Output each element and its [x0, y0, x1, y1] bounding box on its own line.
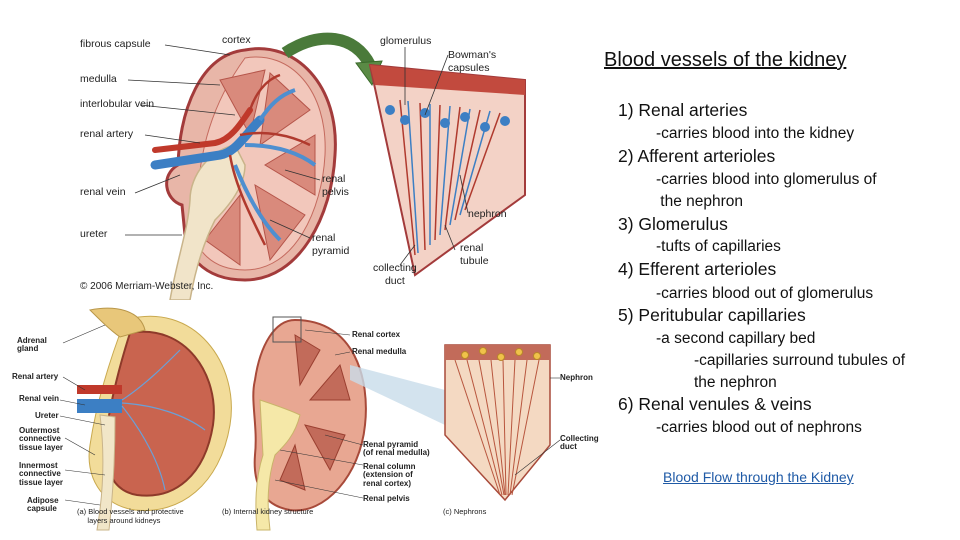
- label-renal-pelvis-b: Renal pelvis: [363, 494, 410, 503]
- top-kidney-illustration: [125, 32, 526, 301]
- item-6-heading: 6) Renal venules & veins: [618, 394, 812, 414]
- item-2-desc-line1: -carries blood into glomerulus of: [656, 171, 877, 188]
- item-5-desc-line3: the nephron: [694, 374, 777, 391]
- slide-title: Blood vessels of the kidney: [604, 49, 847, 71]
- caption-panel-b: (b) Internal kidney structure: [222, 507, 314, 516]
- label-renal-artery: renal artery: [80, 128, 134, 140]
- label-collecting-duct: collecting duct: [373, 262, 417, 288]
- label-ureter: ureter: [80, 228, 108, 240]
- label-innermost-layer: Innermost connective tissue layer: [19, 461, 64, 487]
- item-2-heading: 2) Afferent arterioles: [618, 146, 776, 166]
- label-renal-column: Renal column (extension of renal cortex): [363, 462, 416, 488]
- label-nephron: nephron: [468, 208, 507, 220]
- item-5-heading: 5) Peritubular capillaries: [618, 305, 806, 325]
- label-nephron-b: Nephron: [560, 373, 593, 382]
- label-glomerulus: glomerulus: [380, 35, 432, 47]
- item-5-desc-line1: -a second capillary bed: [656, 330, 816, 347]
- label-bowmans-capsules: Bowman's capsules: [448, 49, 497, 75]
- label-fibrous-capsule: fibrous capsule: [80, 38, 151, 50]
- label-renal-medulla: Renal medulla: [352, 347, 407, 356]
- label-renal-pyramid: renal pyramid: [312, 232, 350, 258]
- item-2-desc-line2: the nephron: [656, 193, 744, 210]
- label-collecting-duct-b: Collecting duct: [560, 434, 599, 452]
- label-medulla: medulla: [80, 73, 117, 85]
- label-renal-cortex: Renal cortex: [352, 330, 401, 339]
- label-interlobular-vein: interlobular vein: [80, 98, 155, 110]
- item-3-desc: -tufts of capillaries: [656, 238, 781, 255]
- label-renal-vein: renal vein: [80, 186, 126, 198]
- label-cortex: cortex: [222, 34, 251, 46]
- label-renal-pyramid-b: Renal pyramid (of renal medulla): [363, 440, 430, 458]
- label-outermost-layer: Outermost connective tissue layer: [19, 426, 64, 452]
- item-4-desc: -carries blood out of glomerulus: [656, 285, 874, 302]
- caption-panel-a: (a) Blood vessels and protective layers …: [77, 507, 184, 525]
- label-adipose-capsule: Adipose capsule: [27, 496, 59, 514]
- item-4-heading: 4) Efferent arterioles: [618, 259, 777, 279]
- label-renal-pelvis: renal pelvis: [322, 173, 349, 199]
- label-renal-tubule: renal tubule: [460, 242, 489, 268]
- bottom-kidney-illustration: [59, 307, 561, 531]
- item-1-heading: 1) Renal arteries: [618, 100, 748, 120]
- item-5-desc-line2: -capillaries surround tubules of: [694, 352, 906, 369]
- label-adrenal-gland: Adrenal gland: [17, 336, 47, 354]
- item-6-desc: -carries blood out of nephrons: [656, 419, 862, 436]
- blood-flow-link[interactable]: Blood Flow through the Kidney: [663, 469, 854, 485]
- top-kidney-figure: fibrous capsule cortex medulla interlobu…: [70, 25, 530, 301]
- caption-panel-c: (c) Nephrons: [443, 507, 487, 516]
- item-1-desc: -carries blood into the kidney: [656, 125, 855, 142]
- label-renal-vein-b: Renal vein: [19, 394, 60, 403]
- bottom-kidney-figure: Adrenal gland Renal artery Renal vein Ur…: [5, 305, 605, 535]
- copyright-text: © 2006 Merriam-Webster, Inc.: [80, 281, 214, 292]
- item-3-heading: 3) Glomerulus: [618, 214, 728, 234]
- label-renal-artery-b: Renal artery: [12, 372, 59, 381]
- label-ureter-b: Ureter: [35, 411, 59, 420]
